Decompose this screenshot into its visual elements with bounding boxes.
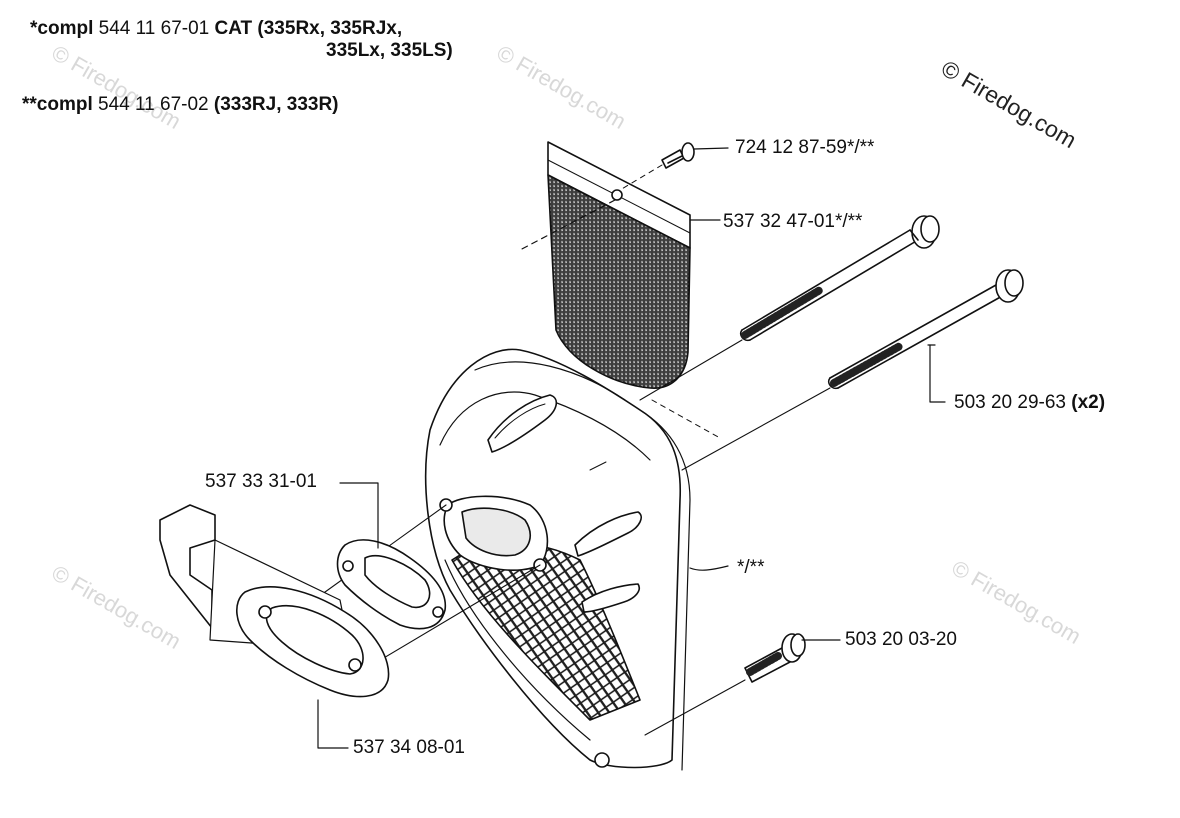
gasket-lower	[236, 586, 390, 698]
bottom-screw	[644, 633, 806, 736]
header-models-2: (333RJ, 333R)	[213, 94, 339, 115]
header-part-number-2: 544 11 67-02	[98, 94, 209, 115]
label-muffler: */**	[737, 557, 765, 578]
label-bolts: 503 20 29-63 (x2)	[954, 392, 1105, 414]
header-line-1: *compl 544 11 67-01 CAT (335Rx, 335RJx,	[30, 18, 402, 40]
top-screw	[619, 142, 729, 191]
header-line-2: 335Lx, 335LS)	[326, 40, 453, 61]
header-compl-prefix: *compl	[30, 18, 94, 39]
label-gasket-upper: 537 33 31-01	[205, 471, 317, 492]
label-screw-bottom: 503 20 03-20	[845, 629, 957, 650]
header-part-number-1: 544 11 67-01	[98, 18, 210, 39]
label-spark-screen: 537 32 47-01*/**	[723, 211, 863, 232]
label-bolts-part: 503 20 29-63	[954, 392, 1066, 413]
header-compl-prefix-2: **compl	[22, 94, 93, 115]
gasket-upper	[336, 539, 447, 630]
spark-arrestor-screen	[519, 141, 691, 389]
long-bolt-upper	[739, 215, 940, 342]
label-gasket-lower: 537 34 08-01	[353, 737, 465, 758]
label-bolts-qty: (x2)	[1071, 392, 1106, 413]
label-screw-top: 724 12 87-59*/**	[735, 137, 875, 158]
muffler	[424, 348, 691, 771]
header-line-3: **compl 544 11 67-02 (333RJ, 333R)	[22, 94, 339, 116]
header-models-1: CAT (335Rx, 335RJx,	[214, 18, 403, 39]
leader-lines	[317, 219, 946, 749]
long-bolt-lower	[827, 269, 1024, 390]
